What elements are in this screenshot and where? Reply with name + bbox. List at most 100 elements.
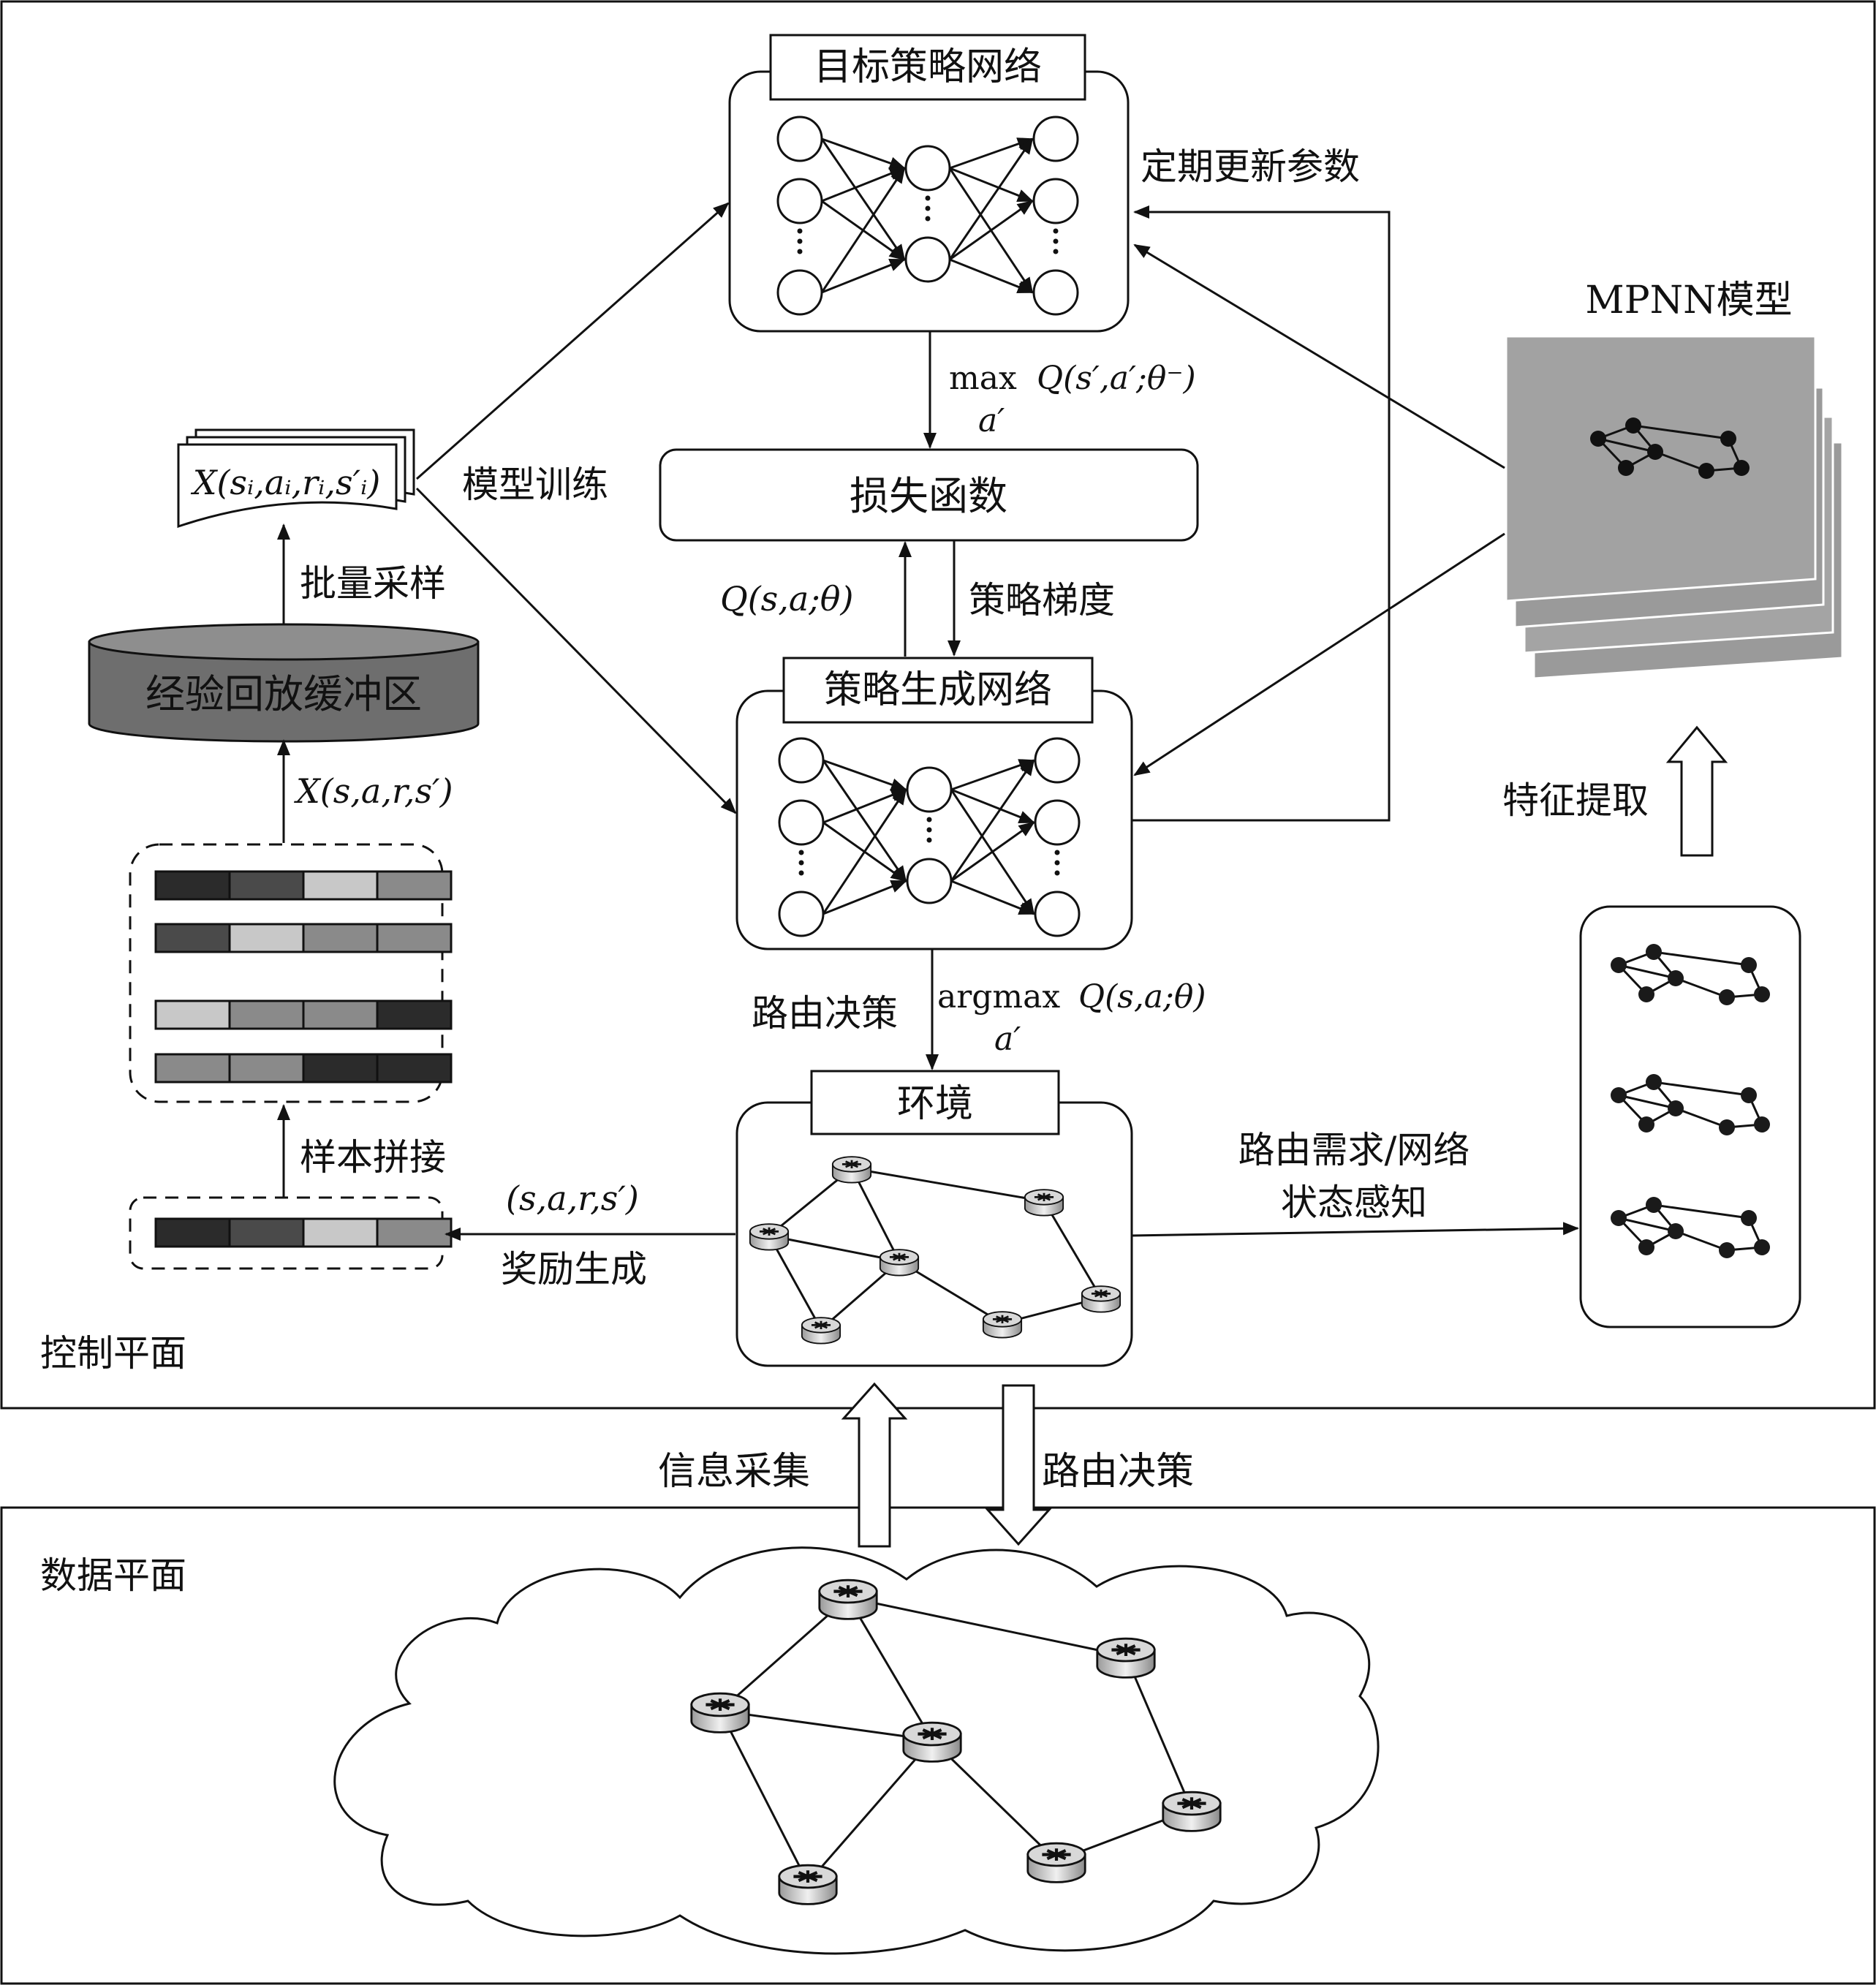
- graph-node-icon: [1625, 417, 1641, 434]
- single-sample-row: [154, 1217, 453, 1248]
- graph-node-icon: [1741, 957, 1757, 973]
- max-subscript: a′: [978, 402, 1005, 439]
- graph-node-icon: [1754, 1116, 1770, 1133]
- neural-node-icon: [778, 737, 825, 784]
- q-value-label: Q(s,a;θ): [720, 579, 853, 619]
- control-plane-frame: [0, 0, 1876, 1410]
- transition-formula: X(s,a,r,s′): [294, 771, 453, 811]
- sample-cell: [154, 999, 231, 1030]
- arrow-periodic-update: [1132, 205, 1391, 822]
- router-icon: [1163, 1792, 1220, 1831]
- info-collection-arrow: [841, 1382, 908, 1548]
- batch-sampling-label: 批量采样: [300, 562, 446, 605]
- sample-cell: [302, 870, 379, 901]
- loss-function-box: [659, 448, 1199, 542]
- ellipsis-dot: [797, 238, 803, 244]
- sample-pool-box: [129, 843, 444, 1103]
- router-icon: [779, 1865, 836, 1904]
- mpnn-graph: [1590, 417, 1750, 479]
- neural-node-icon: [778, 799, 825, 846]
- arrow-env-to-snapshots: [1131, 1222, 1579, 1237]
- ellipsis-dot: [1053, 238, 1059, 244]
- neural-node-icon: [1032, 178, 1079, 224]
- graph-node-icon: [1638, 986, 1654, 1002]
- sample-cell: [376, 870, 453, 901]
- router-icon: [801, 1316, 841, 1345]
- arrow-mpnn-to-policy: [1133, 532, 1505, 776]
- graph-node-icon: [1611, 1087, 1627, 1103]
- sample-cell: [228, 999, 305, 1030]
- ellipsis-dot: [1053, 249, 1059, 254]
- arrow-mpnn-to-target: [1133, 243, 1505, 469]
- ellipsis-dot: [798, 860, 804, 866]
- policy-network-title: 策略生成网络: [824, 668, 1052, 712]
- argmax-subscript: a′: [994, 1021, 1021, 1058]
- sample-cell: [302, 1217, 379, 1248]
- graph-node-icon: [1754, 986, 1770, 1002]
- neural-node-icon: [1032, 116, 1079, 162]
- router-icon: [904, 1723, 961, 1761]
- neural-node-icon: [904, 236, 951, 283]
- graph-node-icon: [1741, 1210, 1757, 1226]
- target-neural-network: [776, 116, 1079, 316]
- sample-cell: [302, 999, 379, 1030]
- routing-decision-label: 路由决策: [752, 992, 898, 1035]
- graph-node-icon: [1719, 1119, 1735, 1135]
- graph-node-icon: [1646, 1197, 1662, 1213]
- argmax-operator: argmax: [937, 978, 1060, 1016]
- batch-sample-document: X(sᵢ,aᵢ,rᵢ,s′ᵢ): [177, 428, 415, 529]
- sample-cell: [228, 1217, 305, 1248]
- router-icon: [692, 1693, 749, 1732]
- ellipsis-dot: [1054, 870, 1060, 876]
- sample-cell: [154, 923, 231, 953]
- graph-node-icon: [1647, 444, 1663, 460]
- sample-cell: [228, 1053, 305, 1084]
- neural-node-icon: [776, 269, 823, 316]
- graph-node-icon: [1668, 970, 1684, 986]
- sample-cell: [154, 870, 231, 901]
- router-icon: [1097, 1638, 1154, 1677]
- neural-node-icon: [1032, 269, 1079, 316]
- sample-cell: [302, 1053, 379, 1084]
- graph-node-icon: [1618, 460, 1634, 476]
- graph-node-icon: [1754, 1239, 1770, 1255]
- routing-decision-down-label: 路由决策: [1042, 1450, 1194, 1494]
- target-network-title-box: [769, 34, 1086, 101]
- neural-node-icon: [778, 891, 825, 937]
- max-q-expression: Q(s′,a′;θ⁻): [1037, 360, 1196, 397]
- data-plane-topology: [692, 1580, 1220, 1904]
- ellipsis-dot: [926, 837, 932, 843]
- sample-cell: [376, 923, 453, 953]
- model-training-label: 模型训练: [462, 464, 608, 506]
- single-sample-box: [129, 1196, 444, 1270]
- neural-node-icon: [1034, 737, 1081, 784]
- neural-node-icon: [1034, 799, 1081, 846]
- ellipsis-dot: [798, 850, 804, 855]
- graph-snapshots: [1611, 944, 1770, 1258]
- graph-node-icon: [1733, 460, 1750, 476]
- argmax-expression: Q(s,a;θ): [1078, 978, 1206, 1016]
- router-icon: [831, 1155, 872, 1184]
- policy-network-title-box: [782, 657, 1094, 724]
- arrow-training-to-policy: [415, 487, 737, 814]
- graph-node-icon: [1590, 431, 1606, 447]
- ellipsis-dot: [925, 205, 931, 211]
- control-plane-label: 控制平面: [40, 1332, 186, 1375]
- routing-decision-arrow: [985, 1384, 1052, 1546]
- ellipsis-dot: [925, 216, 931, 222]
- info-collection-label: 信息采集: [658, 1450, 810, 1494]
- router-icon: [820, 1580, 877, 1619]
- graph-node-icon: [1741, 1087, 1757, 1103]
- environment-title: 环境: [897, 1082, 973, 1126]
- sample-cell: [376, 1053, 453, 1084]
- sample-cell: [302, 923, 379, 953]
- sample-concat-label: 样本拼接: [300, 1136, 446, 1179]
- neural-node-icon: [1034, 891, 1081, 937]
- graph-node-icon: [1719, 989, 1735, 1005]
- ellipsis-dot: [925, 195, 931, 201]
- neural-node-icon: [904, 145, 951, 192]
- ellipsis-dot: [926, 817, 932, 823]
- policy-neural-network: [778, 737, 1081, 937]
- environment-title-box: [810, 1070, 1060, 1135]
